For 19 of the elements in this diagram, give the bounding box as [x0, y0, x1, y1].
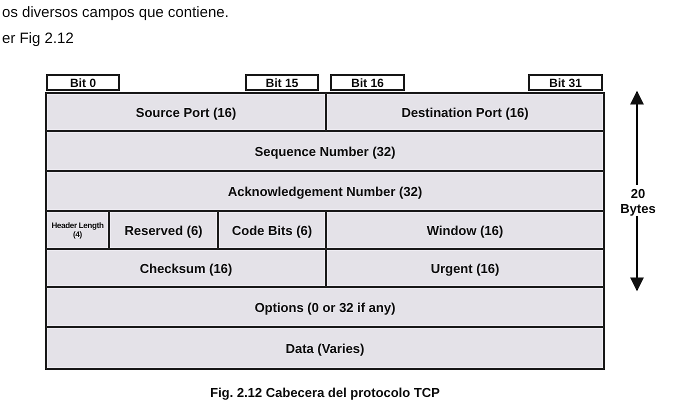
- field-cell: Urgent (16): [325, 248, 605, 288]
- bit-label: Bit 31: [528, 74, 603, 91]
- field-cell: Code Bits (6): [217, 210, 327, 250]
- field-cell: Options (0 or 32 if any): [45, 286, 605, 328]
- field-cell: Source Port (16): [45, 92, 327, 132]
- field-cell: Window (16): [325, 210, 605, 250]
- field-cell: Header Length (4): [45, 210, 110, 250]
- bit-label: Bit 16: [330, 74, 405, 91]
- body-text: os diversos campos que contiene.: [2, 2, 230, 22]
- figure-caption: Fig. 2.12 Cabecera del protocolo TCP: [209, 384, 441, 401]
- bit-label: Bit 0: [46, 74, 120, 91]
- bit-label: Bit 15: [245, 74, 319, 91]
- field-cell: Acknowledgement Number (32): [45, 170, 605, 212]
- field-cell: Destination Port (16): [325, 92, 605, 132]
- field-cell: Checksum (16): [45, 248, 327, 288]
- field-cell: Data (Varies): [45, 326, 605, 370]
- field-cell: Sequence Number (32): [45, 130, 605, 172]
- body-text: er Fig 2.12: [2, 28, 75, 48]
- field-cell: Reserved (6): [108, 210, 219, 250]
